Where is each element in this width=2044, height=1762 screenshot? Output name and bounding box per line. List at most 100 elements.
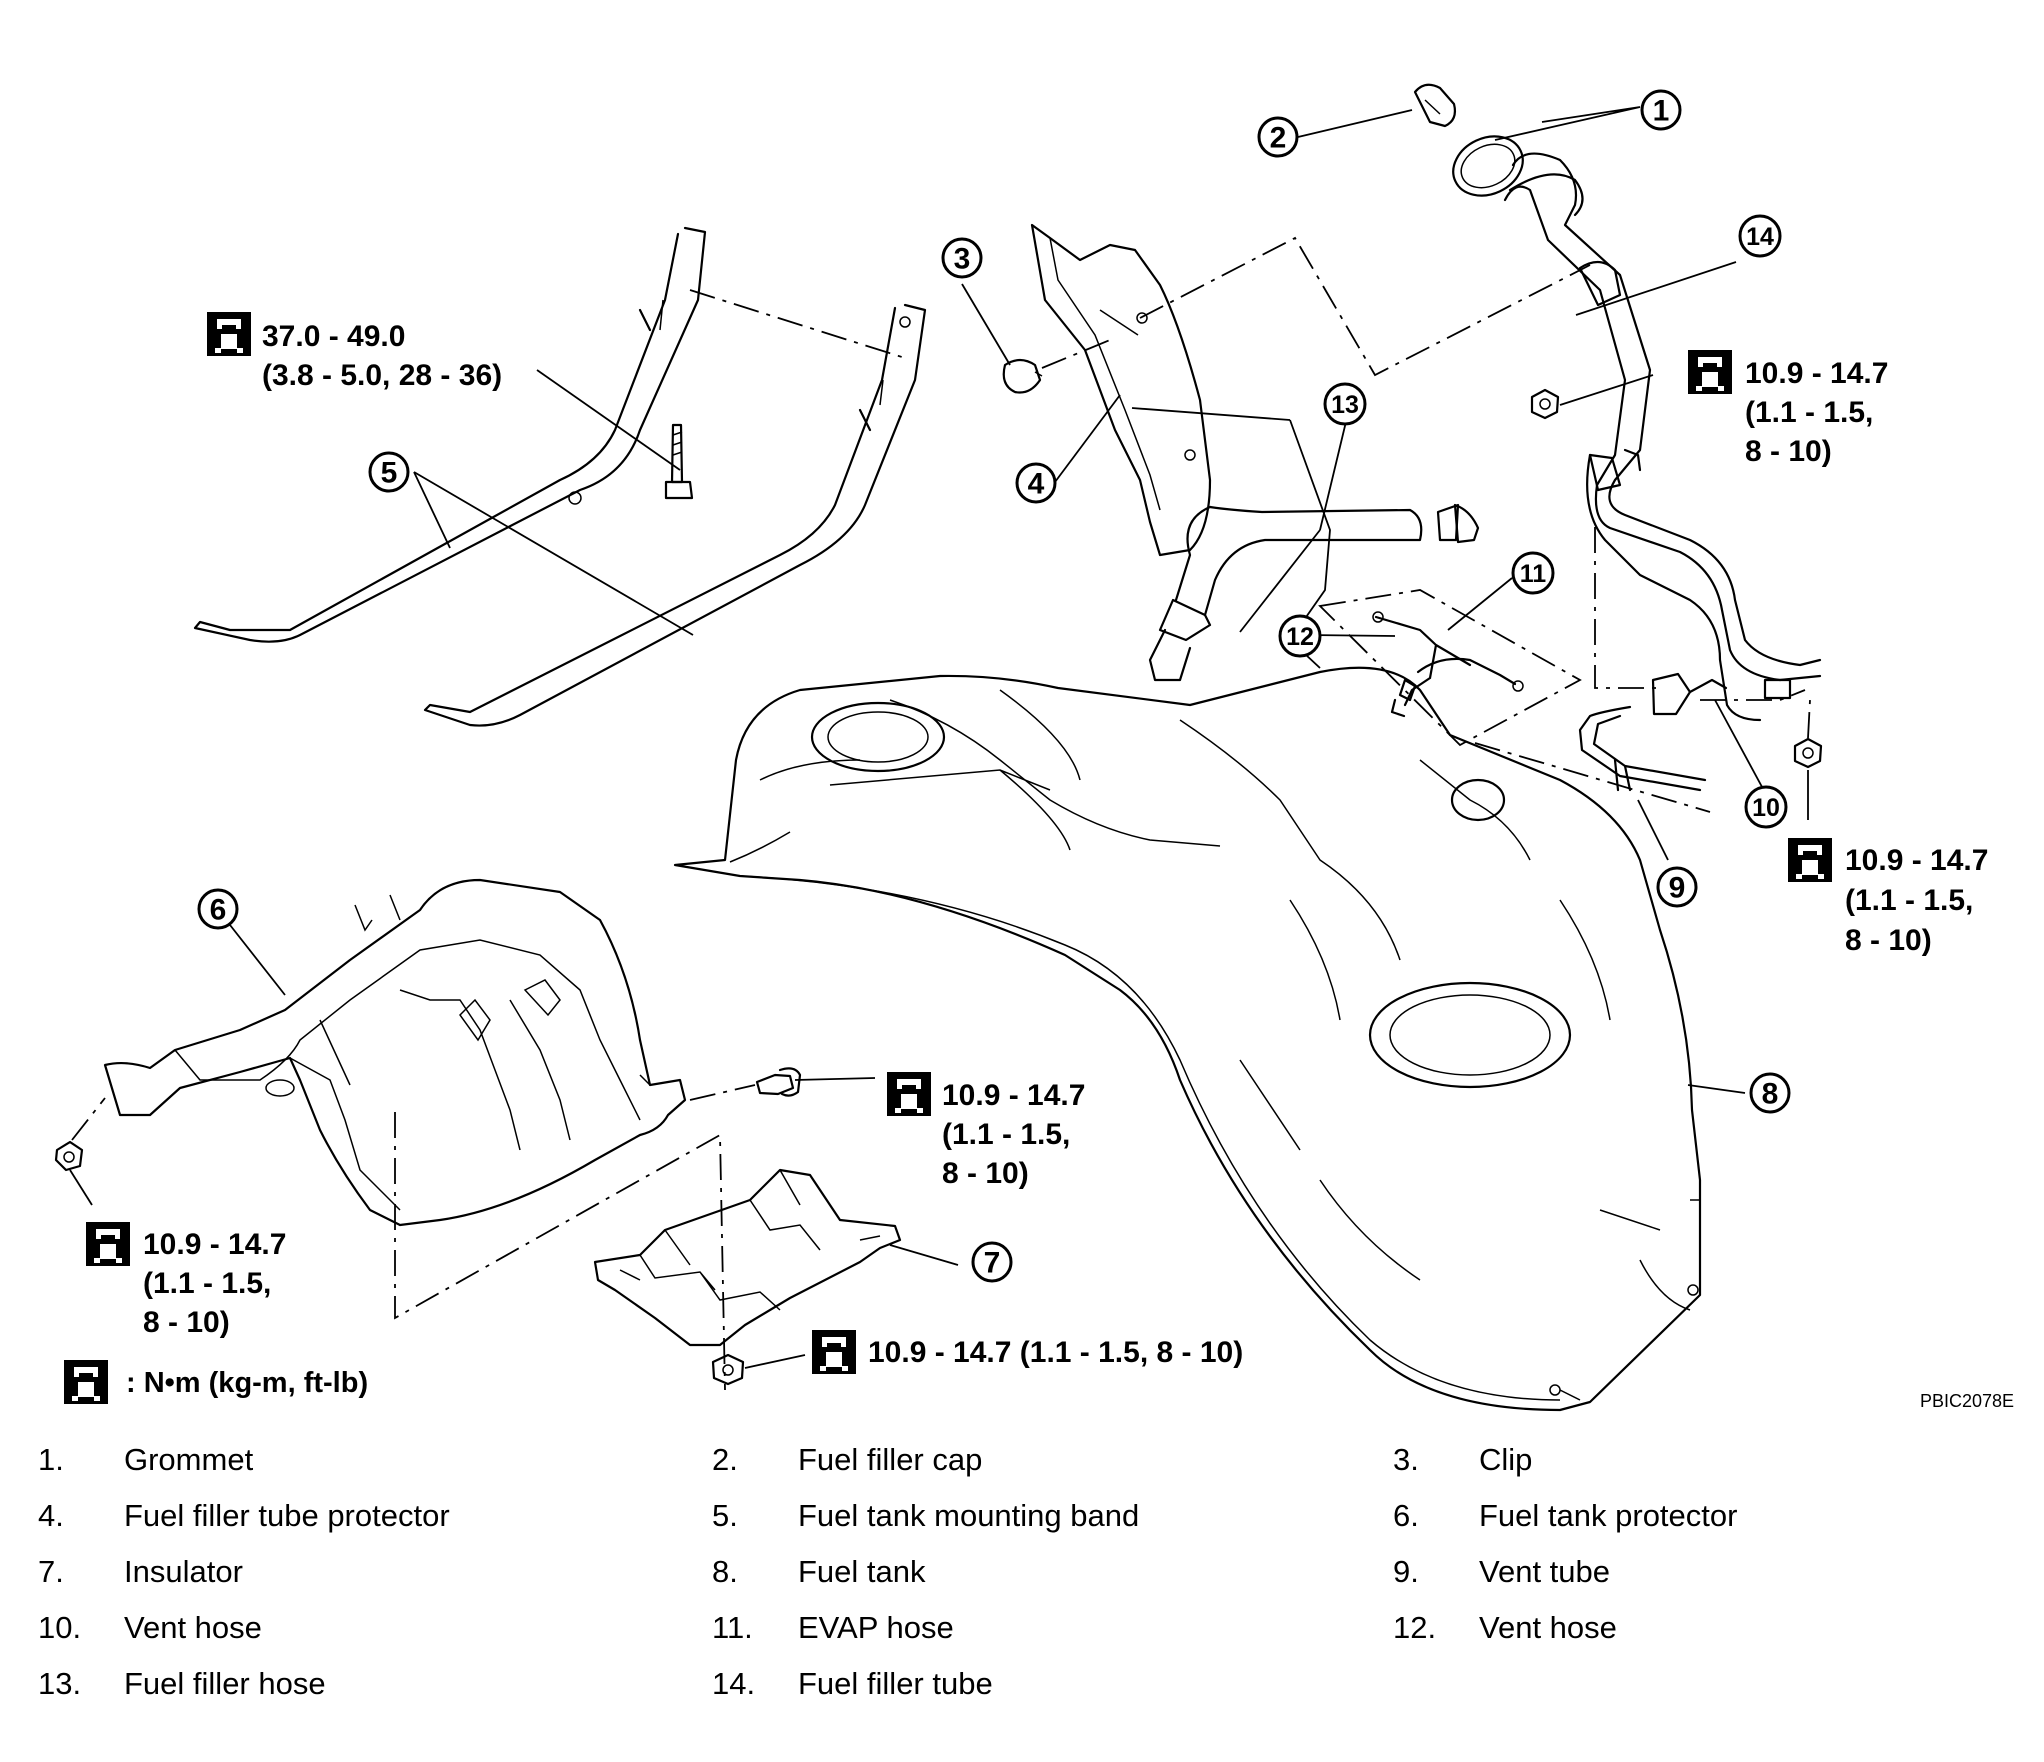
torque-vent-nut: 10.9 - 14.7 (1.1 - 1.5, 8 - 10) xyxy=(1788,838,1988,957)
legend-num: 9. xyxy=(1393,1554,1419,1589)
fuel-tank xyxy=(673,666,1702,1412)
protector-dash-line xyxy=(1139,236,1591,377)
protector-insulator-dash xyxy=(394,1112,726,1391)
vent-hose xyxy=(1651,672,1728,716)
svg-text:10.9 - 14.7: 10.9 - 14.7 xyxy=(1845,844,1988,877)
svg-text:(1.1 - 1.5,: (1.1 - 1.5, xyxy=(942,1118,1070,1151)
svg-text:13: 13 xyxy=(1331,391,1359,419)
callout-14: 14 xyxy=(1738,214,1782,258)
legend-label: Vent tube xyxy=(1479,1554,1611,1589)
fuel-filler-hose xyxy=(1148,503,1480,682)
leader-lines xyxy=(69,106,1809,1369)
filler-tube-nut xyxy=(1530,388,1560,420)
svg-text:8 - 10): 8 - 10) xyxy=(143,1306,230,1339)
callout-10: 10 xyxy=(1744,785,1788,829)
band-dash-line xyxy=(689,289,906,359)
fuel-tank-mounting-band xyxy=(193,226,927,727)
legend-num: 1. xyxy=(38,1442,64,1477)
svg-text:10.9 - 14.7: 10.9 - 14.7 xyxy=(143,1228,286,1261)
legend-num: 6. xyxy=(1393,1498,1419,1533)
clip xyxy=(1002,358,1043,394)
vent-nut-dash xyxy=(1807,699,1811,739)
legend-label: Vent hose xyxy=(1479,1610,1617,1645)
legend-label: Vent hose xyxy=(124,1610,262,1645)
svg-text:(3.8 - 5.0, 28 - 36): (3.8 - 5.0, 28 - 36) xyxy=(262,359,502,392)
svg-text:12: 12 xyxy=(1286,623,1314,651)
legend-label: Fuel filler cap xyxy=(798,1442,983,1477)
callout-4: 4 xyxy=(1015,462,1057,504)
legend-num: 7. xyxy=(38,1554,64,1589)
torque-wrench-icon xyxy=(1788,838,1832,882)
legend-label: Fuel filler hose xyxy=(124,1666,326,1701)
legend-num: 12. xyxy=(1393,1610,1437,1645)
svg-text:(1.1 - 1.5,: (1.1 - 1.5, xyxy=(1845,884,1973,917)
svg-text:8 - 10): 8 - 10) xyxy=(1845,924,1932,957)
callout-7: 7 xyxy=(971,1241,1013,1283)
callout-13: 13 xyxy=(1323,382,1367,426)
parts-legend: 1.Grommet 2.Fuel filler cap 3.Clip 4.Fue… xyxy=(0,1440,2044,1762)
svg-text:14: 14 xyxy=(1746,223,1774,251)
torque-protector-bolt: 10.9 - 14.7 (1.1 - 1.5, 8 - 10) xyxy=(887,1072,1085,1190)
svg-text:11: 11 xyxy=(1520,560,1547,588)
svg-text:10.9 - 14.7: 10.9 - 14.7 xyxy=(942,1079,1085,1112)
torque-band-bolt: 37.0 - 49.0 (3.8 - 5.0, 28 - 36) xyxy=(207,312,502,392)
svg-text:8 - 10): 8 - 10) xyxy=(942,1157,1029,1190)
svg-text:37.0 - 49.0: 37.0 - 49.0 xyxy=(262,320,405,353)
legend-label: Grommet xyxy=(124,1442,254,1477)
protector-nut-dash xyxy=(71,1097,106,1141)
torque-wrench-icon xyxy=(86,1222,130,1266)
insulator xyxy=(593,1168,902,1347)
figure-reference: PBIC2078E xyxy=(1920,1391,2014,1411)
svg-text:9: 9 xyxy=(1669,872,1686,905)
torque-wrench-icon xyxy=(64,1360,108,1404)
legend-label: EVAP hose xyxy=(798,1610,954,1645)
vent-nut xyxy=(1793,737,1823,769)
vent-dash-line xyxy=(1594,527,1806,701)
callout-9: 9 xyxy=(1656,866,1698,908)
svg-text:10.9 - 14.7: 10.9 - 14.7 xyxy=(1745,357,1888,390)
fuel-tank-exploded-diagram: 1 2 3 4 5 6 7 8 9 10 11 12 13 14 37.0 - … xyxy=(54,83,2014,1412)
svg-text:3: 3 xyxy=(954,243,971,276)
callout-1: 1 xyxy=(1640,89,1682,131)
torque-wrench-icon xyxy=(1688,350,1732,394)
fuel-filler-tube xyxy=(1503,152,1822,722)
vent-dash-line-2 xyxy=(1474,742,1711,813)
callout-11: 11 xyxy=(1511,551,1555,595)
legend-num: 14. xyxy=(712,1666,756,1701)
callout-2: 2 xyxy=(1257,116,1299,158)
svg-text:10.9 - 14.7 (1.1 - 1.5, 8 - 10: 10.9 - 14.7 (1.1 - 1.5, 8 - 10) xyxy=(868,1336,1243,1369)
torque-wrench-icon xyxy=(812,1330,856,1374)
legend-label: Fuel tank mounting band xyxy=(798,1498,1140,1533)
svg-text:7: 7 xyxy=(984,1247,1001,1280)
torque-insulator-nut: 10.9 - 14.7 (1.1 - 1.5, 8 - 10) xyxy=(812,1330,1243,1374)
callout-8: 8 xyxy=(1749,1072,1791,1114)
legend-num: 13. xyxy=(38,1666,82,1701)
legend-label: Fuel filler tube protector xyxy=(124,1498,450,1533)
vent-tube xyxy=(1578,705,1707,792)
torque-wrench-icon xyxy=(207,312,251,356)
fuel-filler-tube-protector xyxy=(1030,223,1212,557)
legend-num: 2. xyxy=(712,1442,738,1477)
svg-text:2: 2 xyxy=(1270,122,1287,155)
torque-protector-nut: 10.9 - 14.7 (1.1 - 1.5, 8 - 10) xyxy=(86,1222,286,1339)
callout-5: 5 xyxy=(368,451,410,493)
torque-filler-tube-nut: 10.9 - 14.7 (1.1 - 1.5, 8 - 10) xyxy=(1688,350,1888,468)
callout-6: 6 xyxy=(197,888,239,930)
svg-text:: N•m (kg-m, ft-lb): : N•m (kg-m, ft-lb) xyxy=(126,1367,368,1399)
protector-nut xyxy=(54,1140,84,1172)
legend-num: 10. xyxy=(38,1610,82,1645)
svg-text:4: 4 xyxy=(1028,468,1045,501)
svg-text:1: 1 xyxy=(1653,95,1670,128)
callout-3: 3 xyxy=(941,237,983,279)
svg-text:(1.1 - 1.5,: (1.1 - 1.5, xyxy=(143,1267,271,1300)
legend-label: Fuel tank xyxy=(798,1554,926,1589)
evap-hose-assembly xyxy=(1318,589,1582,747)
callout-12: 12 xyxy=(1278,614,1322,658)
insulator-nut xyxy=(711,1353,745,1386)
band-bolt xyxy=(664,423,694,500)
svg-text:6: 6 xyxy=(210,894,227,927)
legend-label: Fuel filler tube xyxy=(798,1666,993,1701)
legend-num: 8. xyxy=(712,1554,738,1589)
fuel-filler-cap xyxy=(1413,83,1457,128)
